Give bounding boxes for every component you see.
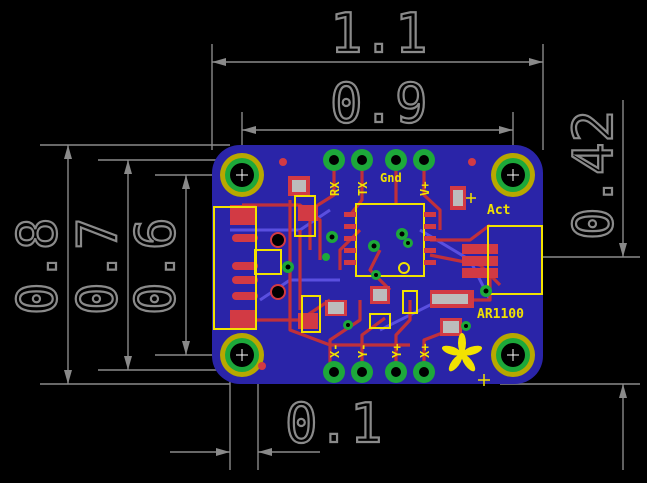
adafruit-star-logo: [441, 333, 483, 372]
dim-label-1-1: 1.1: [330, 2, 428, 65]
dim-label-0-8: 0.8: [6, 217, 69, 315]
dim-label-0-9: 0.9: [330, 72, 428, 135]
dim-label-0-42: 0.42: [562, 110, 625, 240]
usb-anchor-holes: [270, 232, 286, 300]
pin-y-minus: [351, 361, 373, 383]
silk-label-x-minus: X-: [328, 344, 342, 358]
test-points: [258, 158, 476, 370]
silk-label-x-plus: X+: [418, 344, 432, 358]
component-bodies: [292, 180, 468, 333]
dimension-arrows: [64, 58, 627, 456]
silk-label-vplus: V+: [418, 182, 432, 196]
dim-label-0-6: 0.6: [124, 217, 187, 315]
hole-crosshairs: [236, 169, 519, 361]
silk-label-y-plus: Y+: [390, 344, 404, 358]
chip-pins: [344, 212, 436, 265]
silk-label-gnd: Gnd: [380, 171, 402, 185]
silk-label-act: Act: [487, 203, 510, 218]
silkscreen-marks: [466, 193, 490, 386]
pin-tx: [351, 149, 373, 171]
silk-label-tx: TX: [356, 181, 370, 196]
silk-label-rx: RX: [328, 181, 342, 196]
silk-label-part: AR1100: [477, 307, 524, 322]
dim-label-0-1: 0.1: [285, 392, 383, 455]
silk-label-y-minus: Y-: [356, 344, 370, 358]
pin-x-minus: [323, 361, 345, 383]
pin-y-plus: [385, 361, 407, 383]
vias: [282, 228, 492, 331]
header-pins-bottom: [323, 361, 435, 383]
pin-vplus: [413, 149, 435, 171]
header-pins-top: [323, 149, 435, 171]
pin-x-plus: [413, 361, 435, 383]
usb-connector-pads: [232, 234, 258, 300]
dim-label-0-7: 0.7: [66, 217, 129, 315]
pin-rx: [323, 149, 345, 171]
pin-gnd: [385, 149, 407, 171]
